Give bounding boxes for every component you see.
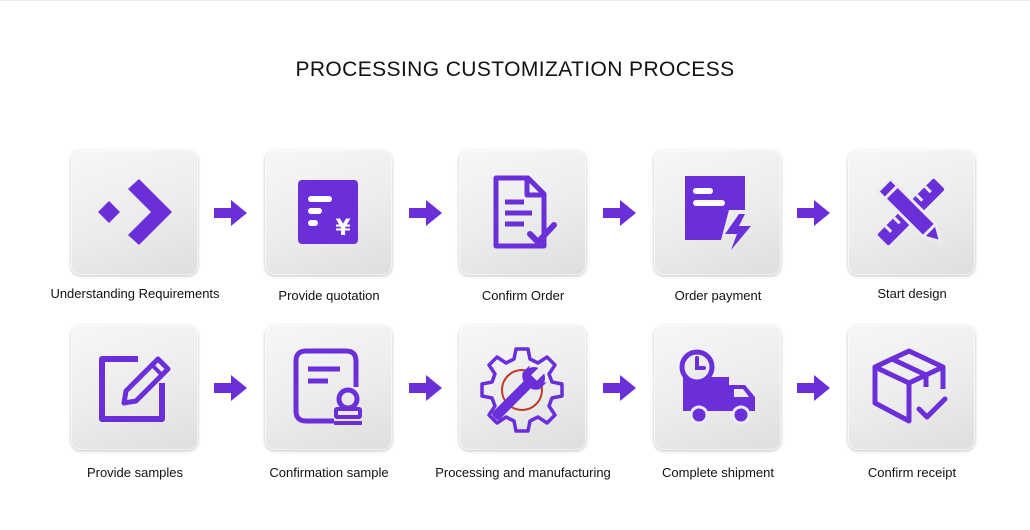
step-card <box>848 325 975 450</box>
gear-wrench-icon <box>480 347 564 433</box>
step-card <box>654 150 781 275</box>
step-card <box>459 150 586 275</box>
step-card <box>71 325 198 450</box>
step-label: Confirmation sample <box>269 465 389 480</box>
step-complete-shipment: Complete shipment <box>623 325 813 495</box>
package-checkmark-icon <box>872 348 948 424</box>
step-label: Provide samples <box>86 465 184 480</box>
document-checkmark-icon <box>493 175 557 249</box>
step-confirm-order: Confirm Order <box>428 150 618 320</box>
step-card <box>654 325 781 450</box>
step-start-design: Start design <box>817 150 1007 320</box>
top-divider <box>0 0 1030 1</box>
process-row-1: Understanding Requirements ¥ Provide quo… <box>0 150 1030 320</box>
step-order-payment: Order payment <box>623 150 813 320</box>
step-understanding-requirements: Understanding Requirements <box>40 150 230 320</box>
step-label: Processing and manufacturing <box>435 465 611 480</box>
step-processing-manufacturing: Processing and manufacturing <box>428 325 618 495</box>
document-stamp-icon <box>293 348 362 425</box>
arrow-right-icon <box>409 374 443 402</box>
arrow-right-icon <box>214 199 248 227</box>
yen-quotation-document-icon: ¥ <box>298 180 358 244</box>
arrow-right-icon <box>409 199 443 227</box>
arrow-right-icon <box>797 374 831 402</box>
step-card: ¥ <box>265 150 392 275</box>
delivery-truck-clock-icon <box>679 349 755 425</box>
step-label: Order payment <box>674 288 762 303</box>
step-label: Understanding Requirements <box>50 286 220 301</box>
arrow-right-icon <box>797 199 831 227</box>
arrow-right-icon <box>214 374 248 402</box>
double-chevron-right-icon <box>98 179 172 245</box>
svg-text:¥: ¥ <box>335 216 351 241</box>
step-card <box>459 325 586 450</box>
step-confirm-receipt: Confirm receipt <box>817 325 1007 495</box>
step-provide-quotation: ¥ Provide quotation <box>234 150 424 320</box>
step-label: Complete shipment <box>662 465 774 480</box>
step-confirmation-sample: Confirmation sample <box>234 325 424 495</box>
page-title: PROCESSING CUSTOMIZATION PROCESS <box>295 58 735 81</box>
arrow-right-icon <box>603 199 637 227</box>
process-row-2: Provide samples Confirmation sample <box>0 325 1030 495</box>
step-label: Confirm receipt <box>867 465 957 480</box>
arrow-right-icon <box>603 374 637 402</box>
step-card <box>265 325 392 450</box>
payment-lightning-icon <box>685 176 751 250</box>
step-provide-samples: Provide samples <box>40 325 230 495</box>
step-label: Confirm Order <box>481 288 565 303</box>
pencil-ruler-icon <box>875 176 945 246</box>
edit-pencil-icon <box>99 356 171 422</box>
step-label: Provide quotation <box>278 288 380 303</box>
step-card <box>848 150 975 275</box>
step-label: Start design <box>877 286 947 301</box>
step-card <box>71 150 198 275</box>
